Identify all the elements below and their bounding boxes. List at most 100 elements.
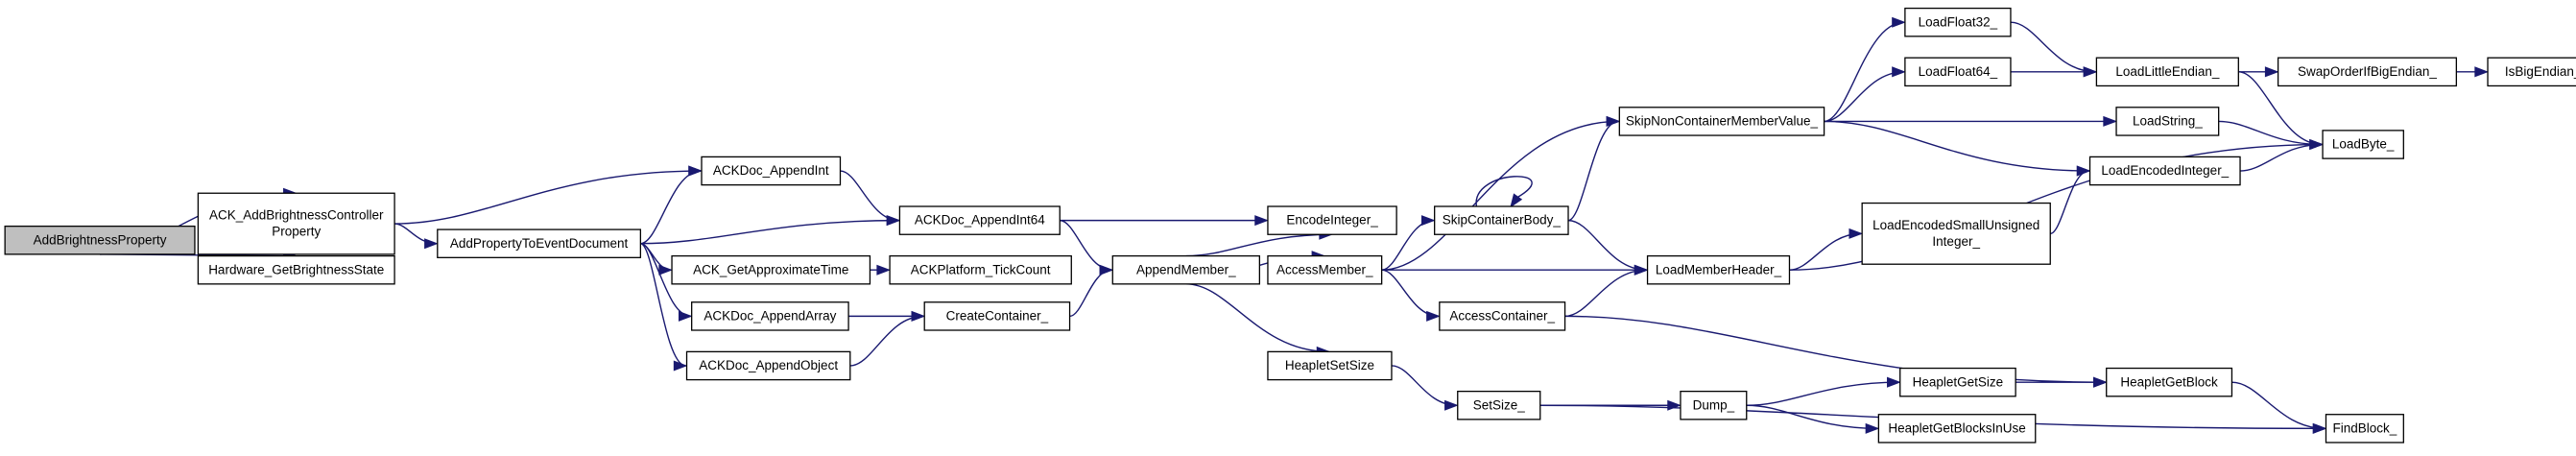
node-heapletgetsize[interactable]: HeapletGetSize bbox=[1899, 367, 2016, 397]
node-heapletsetsize[interactable]: HeapletSetSize bbox=[1267, 350, 1393, 381]
edge bbox=[2240, 138, 2325, 172]
edge-line bbox=[1381, 120, 1619, 271]
edges-layer bbox=[100, 16, 2490, 434]
edge-arrowhead bbox=[2083, 66, 2098, 78]
node-addbrightnessproperty[interactable]: AddBrightnessProperty bbox=[4, 225, 196, 255]
node-label: AccessMember_ bbox=[1276, 262, 1373, 276]
edge-arrowhead bbox=[1887, 376, 1901, 388]
node-label: SwapOrderIfBigEndian_ bbox=[2298, 64, 2437, 79]
node-box bbox=[2325, 414, 2404, 444]
edge-arrowhead bbox=[1892, 16, 1906, 28]
edge bbox=[394, 165, 703, 225]
node-label: ACK_GetApproximateTime bbox=[693, 262, 848, 276]
edge-line bbox=[2010, 21, 2096, 73]
node-label: LoadEncodedInteger_ bbox=[2101, 163, 2229, 178]
node-loadfloat64[interactable]: LoadFloat64_ bbox=[1904, 57, 2012, 87]
node-label: ACKDoc_AppendObject bbox=[699, 358, 838, 372]
node-box bbox=[2322, 130, 2404, 159]
edge-arrowhead bbox=[1420, 215, 1436, 227]
node-addpropertytoeventdocument[interactable]: AddPropertyToEventDocument bbox=[437, 228, 642, 258]
node-setsize[interactable]: SetSize_ bbox=[1457, 390, 1541, 420]
node-accessmember[interactable]: AccessMember_ bbox=[1267, 254, 1383, 285]
edge bbox=[1069, 264, 1114, 318]
node-isbigendian[interactable]: IsBigEndian_ bbox=[2487, 57, 2576, 87]
node-box bbox=[898, 205, 1061, 235]
node-loadfloat32[interactable]: LoadFloat32_ bbox=[1904, 7, 2012, 37]
edge bbox=[1564, 264, 1649, 318]
edge-line bbox=[1475, 176, 1533, 207]
edge bbox=[2015, 376, 2108, 388]
edge bbox=[1381, 215, 1436, 271]
node-loadbyte[interactable]: LoadByte_ bbox=[2322, 130, 2404, 159]
edge-line bbox=[2238, 71, 2323, 146]
node-label: HeapletSetSize bbox=[1285, 358, 1374, 372]
edge-arrowhead bbox=[2076, 165, 2091, 177]
edge-line bbox=[640, 170, 702, 245]
node-label: LoadEncodedSmallUnsigned bbox=[1872, 218, 2039, 232]
node-ack-getapproximatetime[interactable]: ACK_GetApproximateTime bbox=[671, 254, 871, 285]
node-appendmember[interactable]: AppendMember_ bbox=[1111, 254, 1261, 285]
node-skipcontainerbody[interactable]: SkipContainerBody_ bbox=[1434, 205, 1569, 235]
node-ackdoc-appendint[interactable]: ACKDoc_AppendInt bbox=[701, 156, 842, 186]
edge bbox=[2010, 21, 2098, 78]
edge-arrowhead bbox=[1510, 193, 1523, 208]
node-label: Property bbox=[272, 225, 321, 239]
edge bbox=[840, 170, 901, 227]
edge-line bbox=[1567, 219, 1647, 271]
edge-arrowhead bbox=[1444, 399, 1459, 411]
node-dump[interactable]: Dump_ bbox=[1680, 390, 1748, 420]
edge bbox=[2456, 66, 2490, 78]
node-ackplatform-tickcount[interactable]: ACKPlatform_TickCount bbox=[889, 254, 1072, 285]
edge bbox=[1824, 120, 2091, 177]
edge bbox=[1824, 66, 1906, 123]
edge bbox=[640, 165, 703, 245]
node-box bbox=[1267, 350, 1393, 381]
node-loadlittleendian[interactable]: LoadLittleEndian_ bbox=[2095, 57, 2239, 87]
edge bbox=[640, 243, 693, 322]
node-box bbox=[1267, 254, 1383, 285]
node-accesscontainer[interactable]: AccessContainer_ bbox=[1439, 301, 1566, 331]
node-swaporderifbigendian[interactable]: SwapOrderIfBigEndian_ bbox=[2277, 57, 2458, 87]
node-ackdoc-appendobject[interactable]: ACKDoc_AppendObject bbox=[685, 350, 851, 381]
node-createcontainer[interactable]: CreateContainer_ bbox=[923, 301, 1071, 331]
node-box bbox=[437, 228, 642, 258]
edge-line bbox=[1824, 21, 1904, 123]
node-heapletgetblocksinuse[interactable]: HeapletGetBlocksInUse bbox=[1877, 414, 2037, 444]
node-label: AddPropertyToEventDocument bbox=[450, 236, 629, 251]
edge-arrowhead bbox=[2103, 115, 2118, 127]
node-box bbox=[701, 156, 842, 186]
edge-line bbox=[640, 219, 899, 245]
edge-arrowhead bbox=[1254, 215, 1269, 227]
node-encodeinteger[interactable]: EncodeInteger_ bbox=[1267, 205, 1397, 235]
node-skipnoncontainermembervalue[interactable]: SkipNonContainerMemberValue_ bbox=[1618, 107, 1825, 136]
edge bbox=[640, 243, 688, 372]
edge bbox=[1824, 115, 2118, 127]
edge bbox=[2231, 381, 2327, 434]
node-loadencodedinteger[interactable]: LoadEncodedInteger_ bbox=[2088, 156, 2241, 186]
node-box bbox=[2095, 57, 2239, 87]
node-label: LoadLittleEndian_ bbox=[2115, 64, 2220, 79]
node-box bbox=[923, 301, 1071, 331]
node-hardware-getbrightnessstate[interactable]: Hardware_GetBrightnessState bbox=[197, 254, 395, 285]
node-label: HeapletGetBlocksInUse bbox=[1888, 420, 2025, 435]
node-label: ACKDoc_AppendInt bbox=[713, 163, 829, 178]
node-box bbox=[1861, 202, 2051, 265]
node-box bbox=[1267, 205, 1397, 235]
node-heapletgetblock[interactable]: HeapletGetBlock bbox=[2106, 367, 2233, 397]
node-loadstring[interactable]: LoadString_ bbox=[2115, 107, 2220, 136]
edge bbox=[1475, 176, 1533, 208]
edge bbox=[849, 310, 926, 367]
node-ackdoc-appendint64[interactable]: ACKDoc_AppendInt64 bbox=[898, 205, 1061, 235]
edge bbox=[1391, 365, 1459, 411]
node-ackdoc-appendarray[interactable]: ACKDoc_AppendArray bbox=[691, 301, 849, 331]
edge-arrowhead bbox=[658, 264, 674, 276]
node-loadmemberheader[interactable]: LoadMemberHeader_ bbox=[1646, 254, 1791, 285]
node-box bbox=[1111, 254, 1261, 285]
node-label: AppendMember_ bbox=[1136, 262, 1236, 276]
edge-line bbox=[1824, 120, 2089, 172]
edge bbox=[1060, 215, 1269, 227]
edge-line bbox=[849, 315, 924, 367]
node-findblock[interactable]: FindBlock_ bbox=[2325, 414, 2404, 444]
